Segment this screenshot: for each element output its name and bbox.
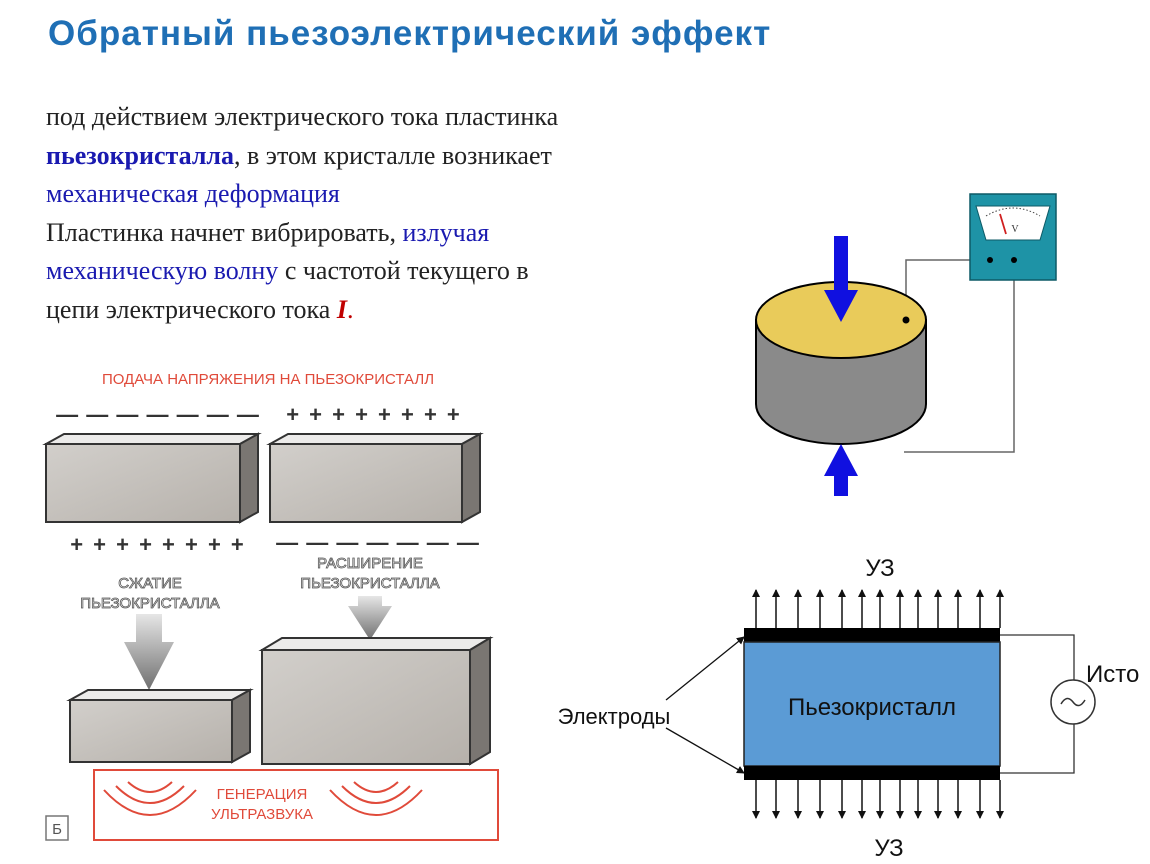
sine-wave-icon <box>1060 697 1086 707</box>
plus-signs-bottom: + + + + + + + + <box>70 532 246 557</box>
ultrasound-label-bottom: УЗ <box>874 835 903 862</box>
cylinder-voltmeter-figure: V <box>755 193 1057 496</box>
description-text: под действием электрического тока пласти… <box>46 98 726 329</box>
electrode-top <box>744 628 1000 642</box>
term-deformation: механическая деформация <box>46 179 340 208</box>
current-symbol: I <box>336 294 347 324</box>
term-piezocrystal: пьезокристалла <box>46 140 235 170</box>
text-line-5-rest: с частотой текущего в <box>278 256 529 285</box>
term-mechanical-wave: механическую волну <box>46 256 279 285</box>
compress-label-1: СЖАТИЕ <box>118 575 181 592</box>
electrode-bottom <box>744 766 1000 780</box>
compress-label-2: ПЬЕЗОКРИСТАЛЛА <box>80 595 219 612</box>
generation-label-1: ГЕНЕРАЦИЯ <box>217 786 308 803</box>
source-wire-bottom <box>1000 724 1075 774</box>
ultrasound-schematic: УЗ УЗ <box>558 555 1140 862</box>
force-arrow-up <box>824 444 858 496</box>
term-emitting: излучая <box>402 217 490 247</box>
crystal-block-1 <box>42 432 262 524</box>
text-line-4-start: Пластинка начнет вибрировать, <box>46 217 403 247</box>
text-line-4: Пластинка начнет вибрировать, излучая <box>46 214 726 253</box>
expand-arrow <box>348 596 392 640</box>
plus-signs-top: + + + + + + + + <box>286 402 462 427</box>
compress-arrow <box>124 614 174 690</box>
voltmeter-dial <box>975 205 1051 241</box>
voltmeter-terminal-right <box>1011 257 1017 263</box>
text-line-2-rest: , в этом кристалле возникает <box>234 140 552 170</box>
ultrasound-generation-box <box>93 769 499 841</box>
voltmeter-terminal-left <box>987 257 993 263</box>
expand-label-1: РАСШИРЕНИЕ <box>317 555 423 572</box>
expanded-block <box>258 636 494 766</box>
compressed-block <box>66 688 254 764</box>
ultrasound-label-top: УЗ <box>865 555 894 582</box>
text-line-2: пьезокристалла, в этом кристалле возника… <box>46 137 726 176</box>
pointer-bottom-electrode <box>665 727 745 774</box>
top-contact-dot <box>902 316 910 324</box>
text-line-3: механическая деформация <box>46 175 726 214</box>
minus-signs-top: — — — — — — — <box>56 402 260 427</box>
voltmeter-scale <box>985 207 1041 217</box>
text-line-1: под действием электрического тока пласти… <box>46 102 559 131</box>
wave-arcs-left <box>103 781 197 816</box>
source-label: Исто <box>1086 661 1139 688</box>
voltmeter-unit: V <box>1011 224 1019 235</box>
panel-letter: Б <box>52 821 62 838</box>
electrodes-label: Электроды <box>558 704 671 729</box>
wave-arcs-right <box>329 781 423 816</box>
force-arrow-down <box>824 236 858 322</box>
current-dot: . <box>346 294 354 324</box>
bottom-wave-arrows <box>752 780 1004 819</box>
text-line-6: цепи электрического тока I. <box>46 291 726 330</box>
top-wave-arrows <box>752 589 1004 628</box>
voltage-header: ПОДАЧА НАПРЯЖЕНИЯ НА ПЬЕЗОКРИСТАЛЛ <box>102 371 434 388</box>
piezocrystal-plate <box>743 641 1001 767</box>
crystal-label: Пьезокристалл <box>788 694 956 721</box>
expand-label-2: ПЬЕЗОКРИСТАЛЛА <box>300 575 439 592</box>
generation-label-2: УЛЬТРАЗВУКА <box>211 806 313 823</box>
piezo-illustration: ПОДАЧА НАПРЯЖЕНИЯ НА ПЬЕЗОКРИСТАЛЛ — — —… <box>42 371 499 841</box>
wire-bottom <box>904 260 1015 453</box>
pointer-top-electrode <box>665 636 745 701</box>
text-line-6-start: цепи электрического тока <box>46 294 337 324</box>
source-wire-top <box>1000 634 1075 680</box>
panel-letter-box <box>45 815 69 841</box>
voltmeter-needle <box>999 213 1007 235</box>
minus-signs-bottom: — — — — — — — <box>276 530 480 555</box>
text-line-5: механическую волну с частотой текущего в <box>46 252 726 291</box>
crystal-block-2 <box>266 432 484 524</box>
slide-title: Обратный пьезоэлектрический эффект <box>48 14 772 53</box>
